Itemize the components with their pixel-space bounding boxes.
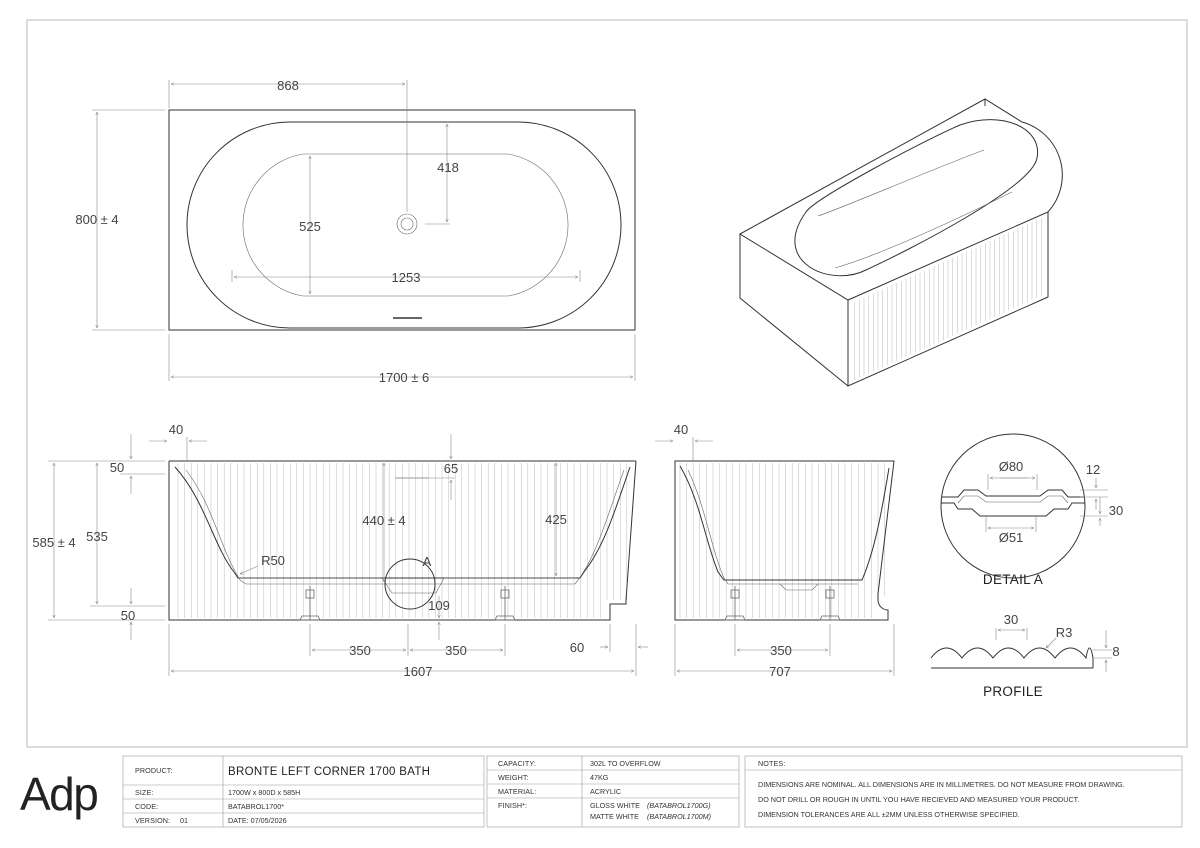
finish-label: FINISH*: [498, 801, 527, 810]
dim-side-65: 65 [444, 461, 458, 476]
code-label: CODE: [135, 802, 158, 811]
dim-side-50-top: 50 [110, 460, 124, 475]
dim-side-a-marker: A [423, 554, 432, 569]
detail-a-label: DETAIL A [983, 572, 1043, 587]
dim-profile-8: 8 [1112, 644, 1119, 659]
brand-logo: Adp [20, 768, 97, 820]
note-3: DIMENSION TOLERANCES ARE ALL ±2MM UNLESS… [758, 810, 1020, 819]
dim-side-r50: R50 [261, 553, 285, 568]
dim-side-60: 60 [570, 640, 584, 655]
size-value: 1700W x 800D x 585H [228, 788, 300, 797]
dim-profile-r3: R3 [1056, 625, 1073, 640]
dim-side-535: 535 [86, 529, 108, 544]
detail-a-view: Ø80 Ø51 12 30 DETAIL A [940, 433, 1123, 587]
dim-detail-30: 30 [1109, 503, 1123, 518]
date-value: DATE: 07/05/2026 [228, 816, 287, 825]
size-label: SIZE: [135, 788, 153, 797]
dim-top-width: 868 [277, 78, 299, 93]
dim-detail-51: Ø51 [999, 530, 1024, 545]
product-value: BRONTE LEFT CORNER 1700 BATH [228, 766, 430, 778]
dim-side-50-bottom: 50 [121, 608, 135, 623]
detail-a-callout-circle [384, 558, 436, 610]
isometric-view [739, 98, 1063, 387]
dim-1253: 1253 [392, 270, 421, 285]
dim-418: 418 [437, 160, 459, 175]
dim-end-707: 707 [769, 664, 791, 679]
material-label: MATERIAL: [498, 787, 536, 796]
dim-side-350-left: 350 [349, 643, 371, 658]
product-label: PRODUCT: [135, 766, 173, 775]
dim-top-depth: 800 ± 4 [75, 212, 118, 227]
note-2: DO NOT DRILL OR ROUGH IN UNTIL YOU HAVE … [758, 795, 1079, 804]
end-section-view: 40 350 707 [655, 422, 895, 679]
note-1: DIMENSIONS ARE NOMINAL. ALL DIMENSIONS A… [758, 780, 1125, 789]
weight-value: 47KG [590, 773, 609, 782]
title-block [122, 755, 1183, 828]
dim-detail-80: Ø80 [999, 459, 1024, 474]
dim-side-425: 425 [545, 512, 567, 527]
dim-detail-12: 12 [1086, 462, 1100, 477]
finish-2-code: (BATABROL1700M) [647, 812, 711, 821]
weight-label: WEIGHT: [498, 773, 529, 782]
notes-label: NOTES: [758, 759, 785, 768]
dim-side-40: 40 [169, 422, 183, 437]
dim-end-40: 40 [674, 422, 688, 437]
dim-end-350: 350 [770, 643, 792, 658]
profile-label: PROFILE [983, 684, 1043, 699]
dim-top-length: 1700 ± 6 [379, 370, 430, 385]
dim-side-440: 440 ± 4 [362, 513, 405, 528]
version-label: VERSION: [135, 816, 170, 825]
front-section-view: A 40 585 ± 4 535 50 50 440 ± 4 425 65 [32, 422, 648, 679]
finish-1-code: (BATABROL1700G) [647, 801, 711, 810]
dim-side-1607: 1607 [404, 664, 433, 679]
drain-icon [396, 213, 418, 235]
drawing-frame [26, 19, 1188, 748]
finish-1: GLOSS WHITE [590, 801, 640, 810]
version-value: 01 [180, 816, 188, 825]
top-view: 868 800 ± 4 418 525 1253 1700 ± 6 [75, 78, 636, 385]
title-block-text: PRODUCT: BRONTE LEFT CORNER 1700 BATH SI… [135, 759, 1125, 825]
material-value: ACRYLIC [590, 787, 621, 796]
profile-view: 30 R3 8 PROFILE [930, 612, 1120, 699]
finish-2: MATTE WHITE [590, 812, 639, 821]
capacity-label: CAPACITY: [498, 759, 536, 768]
dim-profile-30: 30 [1004, 612, 1018, 627]
dim-side-109: 109 [428, 598, 450, 613]
dim-side-585: 585 ± 4 [32, 535, 75, 550]
capacity-value: 302L TO OVERFLOW [590, 759, 661, 768]
dim-side-350-right: 350 [445, 643, 467, 658]
code-value: BATABROL1700* [228, 802, 284, 811]
dim-525: 525 [299, 219, 321, 234]
